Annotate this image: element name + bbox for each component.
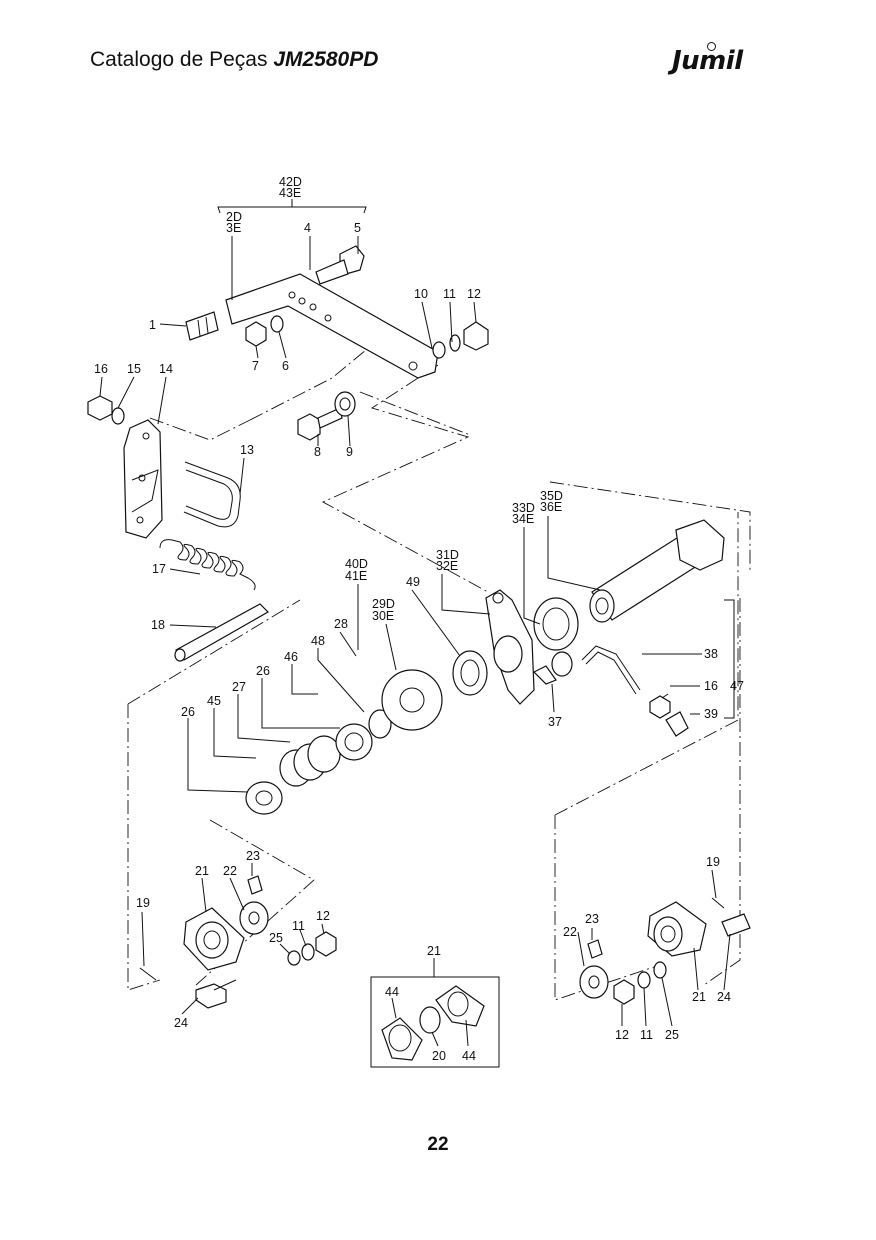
callout-label: 47 [730, 679, 744, 693]
callout-label: 12 [316, 909, 330, 923]
callout-label: 15 [127, 362, 141, 376]
u-bolt-part-13 [183, 461, 241, 528]
sprocket-part-29-30 [381, 669, 443, 731]
callout-label: 45 [207, 694, 221, 708]
callout-label: 26 [181, 705, 195, 719]
callout-label: 44 [462, 1049, 476, 1063]
shaft-part-18 [174, 603, 269, 662]
callout-label: 36E [540, 500, 562, 514]
callout-label: 20 [432, 1049, 446, 1063]
callout-label: 21 [427, 944, 441, 958]
callout-label: 32E [436, 559, 458, 573]
callout-label: 13 [240, 443, 254, 457]
callout-label: 1 [149, 318, 156, 332]
bolt-part-5 [315, 245, 365, 285]
callout-label: 21 [195, 864, 209, 878]
callout-label: 30E [372, 609, 394, 623]
spring-part-17 [159, 539, 256, 591]
model-name: JM2580PD [273, 48, 379, 71]
callout-label: 49 [406, 575, 420, 589]
callout-label: 22 [223, 864, 237, 878]
callout-label: 16 [704, 679, 718, 693]
callout-label: 17 [152, 562, 166, 576]
callout-label: 14 [159, 362, 173, 376]
callout-label: 25 [269, 931, 283, 945]
callout-label: 21 [692, 990, 706, 1004]
callout-label: 35D [540, 489, 563, 503]
callout-label: 9 [346, 445, 353, 459]
callout-label: 11 [292, 919, 305, 933]
bearing-right-assembly [579, 897, 751, 1005]
callout-label: 40D [345, 557, 368, 571]
callout-label: 22 [563, 925, 577, 939]
callout-label: 23 [246, 849, 260, 863]
callout-label: 48 [311, 634, 325, 648]
callout-label: 12 [615, 1028, 629, 1042]
callout-labels: 42D 43E 2D 3E 4 5 10 11 12 1 7 6 16 15 1… [94, 175, 744, 1063]
callout-label: 11 [640, 1028, 653, 1042]
callout-label: 42D [279, 175, 302, 189]
brand-logo: Jumil [672, 42, 743, 76]
callout-label: 28 [334, 617, 348, 631]
callout-label: 19 [136, 896, 150, 910]
callout-label: 18 [151, 618, 165, 632]
grip-sleeve-part [185, 311, 219, 341]
page-number: 22 [427, 1134, 449, 1155]
bearing-left-assembly [139, 875, 337, 1009]
callout-label: 24 [174, 1016, 188, 1030]
catalog-title: Catalogo de Peças [90, 48, 268, 71]
nuts-and-washers [87, 315, 489, 425]
catalog-header: Catalogo de Peças JM2580PD [90, 48, 378, 72]
rod-part-38 [581, 645, 641, 695]
callout-label: 26 [256, 664, 270, 678]
callout-label: 44 [385, 985, 399, 999]
callout-label: 6 [282, 359, 289, 373]
callout-label: 11 [443, 287, 456, 301]
callout-label: 41E [345, 569, 367, 583]
brand-logo-text: Jumil [672, 46, 743, 76]
registered-mark-icon [707, 42, 716, 51]
callout-label: 25 [665, 1028, 679, 1042]
leader-lines [99, 199, 735, 1047]
callout-label: 23 [585, 912, 599, 926]
callout-label: 4 [304, 221, 311, 235]
arm-part-31-32 [485, 589, 535, 705]
callout-label: 31D [436, 548, 459, 562]
callout-label: 12 [467, 287, 481, 301]
callout-label: 46 [284, 650, 298, 664]
callout-label: 5 [354, 221, 361, 235]
callout-label: 29D [372, 597, 395, 611]
callout-label: 24 [717, 990, 731, 1004]
callout-label: 3E [226, 221, 241, 235]
callout-label: 27 [232, 680, 246, 694]
collars-and-springs [245, 709, 392, 815]
washer-part-49 [452, 650, 488, 696]
callout-label: 34E [512, 512, 534, 526]
clamp-part-33-34 [533, 597, 579, 677]
bolt-and-bushing-8-9 [297, 391, 356, 441]
callout-label: 7 [252, 359, 259, 373]
tube-part-35-36 [589, 519, 725, 623]
callout-label: 39 [704, 707, 718, 721]
callout-label: 43E [279, 186, 301, 200]
callout-label: 33D [512, 501, 535, 515]
callout-label: 10 [414, 287, 428, 301]
callout-label: 2D [226, 210, 242, 224]
callout-label: 38 [704, 647, 718, 661]
assembly-center-lines [127, 349, 751, 1001]
pin-part-37 [532, 665, 557, 685]
callout-label: 8 [314, 445, 321, 459]
bracket-part-14 [123, 419, 163, 539]
callout-label: 37 [548, 715, 562, 729]
handle-bar-part [225, 273, 439, 379]
small-parts-16-39 [649, 695, 689, 737]
callout-label: 19 [706, 855, 720, 869]
callout-label: 16 [94, 362, 108, 376]
bearing-detail-inset [370, 976, 500, 1068]
